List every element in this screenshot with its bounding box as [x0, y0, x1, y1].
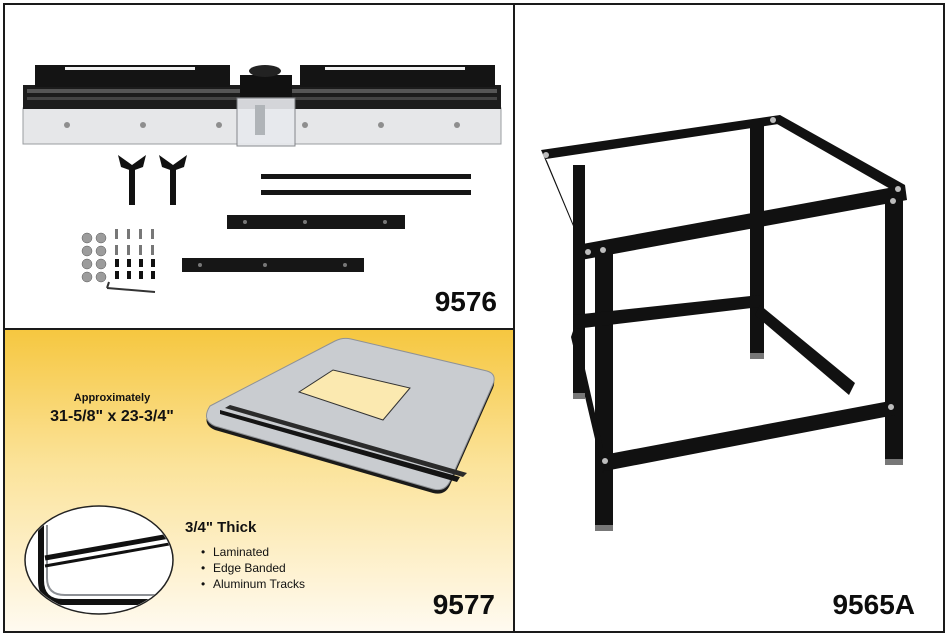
- table-top-panel: Approximately 31-5/8" x 23-3/4" 3/4" Thi…: [3, 328, 515, 633]
- router-fence-image: [22, 65, 502, 293]
- model-number-9577: 9577: [432, 589, 495, 620]
- steel-stand-image: [541, 115, 907, 531]
- thickness-title: 3/4" Thick: [185, 519, 257, 536]
- dimension-caption: Approximately: [73, 392, 151, 404]
- feature-list: Laminated Edge Banded Aluminum Tracks: [185, 544, 305, 592]
- thickness-info: 3/4" Thick Laminated Edge Banded Aluminu…: [185, 519, 305, 592]
- router-table-top-image: [205, 337, 495, 494]
- dimension-label: Approximately 31-5/8" x 23-3/4": [37, 392, 187, 426]
- feature-item: Laminated: [201, 544, 305, 560]
- dimension-value: 31-5/8" x 23-3/4": [50, 408, 174, 425]
- fence-kit-panel: 9576: [3, 3, 515, 330]
- stand-panel: 9565A: [513, 3, 945, 633]
- model-number-9576: 9576: [434, 286, 497, 317]
- model-number-9565a: 9565A: [832, 589, 915, 620]
- feature-item: Edge Banded: [201, 560, 305, 576]
- feature-item: Aluminum Tracks: [201, 576, 305, 592]
